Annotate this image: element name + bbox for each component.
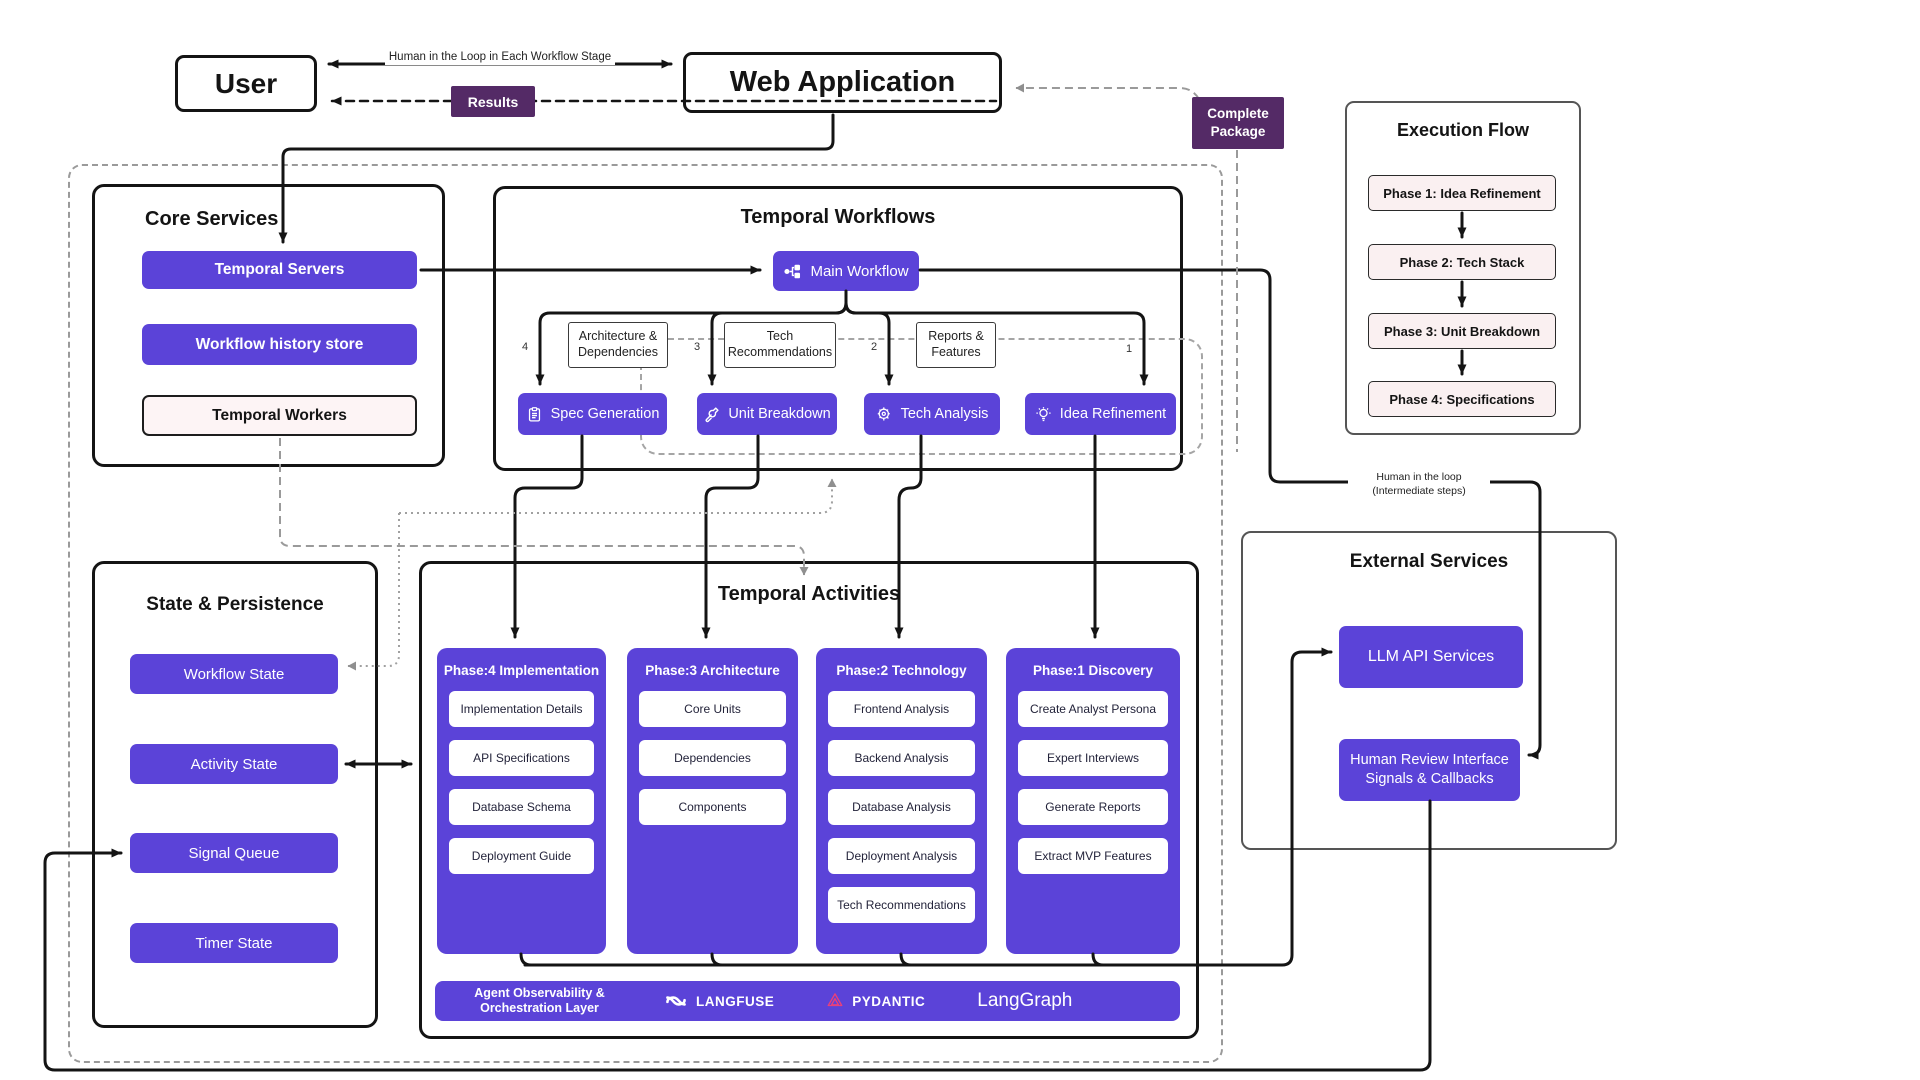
phase4-node: Phase 4: Specifications — [1368, 381, 1556, 417]
phase1-node: Phase 1: Idea Refinement — [1368, 175, 1556, 211]
llm-api-services-node: LLM API Services — [1339, 626, 1523, 688]
pydantic-label: PYDANTIC — [852, 993, 926, 1009]
web-application-label: Web Application — [729, 66, 956, 98]
activity-state-node: Activity State — [130, 744, 338, 784]
hitl-arrow-label: Human in the Loop in Each Workflow Stage — [385, 50, 615, 65]
idea-refinement-node: Idea Refinement — [1025, 393, 1176, 435]
execution-flow-title: Execution Flow — [1396, 120, 1529, 140]
human-loop-line2: (Intermediate steps) — [1372, 484, 1466, 497]
activity-cell: Core Units — [639, 691, 786, 727]
temporal-workflows-title: Temporal Workflows — [740, 206, 936, 228]
human-loop-line1: Human in the loop — [1376, 471, 1462, 483]
langfuse-icon — [664, 991, 688, 1011]
web-application-node: Web Application — [683, 52, 1002, 113]
pydantic-group: PYDANTIC — [826, 992, 925, 1010]
observability-bar: Agent Observability & Orchestration Laye… — [435, 981, 1180, 1021]
temporal-activities-title: Temporal Activities — [717, 583, 901, 605]
activity-column-technology: Phase:2 Technology Frontend Analysis Bac… — [816, 648, 987, 954]
spec-generation-label: Spec Generation — [550, 406, 660, 422]
unit-breakdown-node: Unit Breakdown — [697, 393, 837, 435]
langfuse-label: LANGFUSE — [696, 993, 775, 1009]
observability-title: Agent Observability & Orchestration Laye… — [474, 986, 605, 1015]
idea-refinement-label: Idea Refinement — [1059, 406, 1167, 422]
tech-analysis-node: Tech Analysis — [864, 393, 1000, 435]
workflow-icon — [783, 262, 802, 281]
human-review-interface-node: Human Review Interface Signals & Callbac… — [1339, 739, 1520, 801]
column-header: Phase:3 Architecture — [645, 663, 780, 678]
activity-cell: API Specifications — [449, 740, 594, 776]
workflow-history-store-node: Workflow history store — [142, 324, 417, 365]
activity-cell: Extract MVP Features — [1018, 838, 1168, 874]
branch-number-2: 2 — [871, 341, 878, 353]
column-header: Phase:2 Technology — [836, 663, 967, 678]
activity-cell: Expert Interviews — [1018, 740, 1168, 776]
tech-analysis-label: Tech Analysis — [900, 406, 989, 422]
temporal-workers-node: Temporal Workers — [142, 395, 417, 436]
activity-cell: Deployment Analysis — [828, 838, 975, 874]
spec-generation-node: Spec Generation — [518, 393, 667, 435]
activity-cell: Implementation Details — [449, 691, 594, 727]
branch-label-reports: Reports & Features — [916, 322, 996, 368]
activity-cell: Database Analysis — [828, 789, 975, 825]
branch-number-3: 3 — [694, 341, 701, 353]
activity-cell: Deployment Guide — [449, 838, 594, 874]
complete-package-badge: Complete Package — [1192, 97, 1284, 149]
activity-cell: Frontend Analysis — [828, 691, 975, 727]
workflow-state-node: Workflow State — [130, 654, 338, 694]
activity-cell: Database Schema — [449, 789, 594, 825]
main-workflow-label: Main Workflow — [810, 262, 909, 280]
external-services-title: External Services — [1349, 551, 1509, 572]
wrench-icon — [703, 406, 720, 423]
activity-cell: Tech Recommendations — [828, 887, 975, 923]
main-workflow-node: Main Workflow — [773, 251, 919, 291]
signal-queue-node: Signal Queue — [130, 833, 338, 873]
phase3-node: Phase 3: Unit Breakdown — [1368, 313, 1556, 349]
phase2-node: Phase 2: Tech Stack — [1368, 244, 1556, 280]
activity-cell: Backend Analysis — [828, 740, 975, 776]
activity-cell: Components — [639, 789, 786, 825]
user-node: User — [175, 55, 317, 112]
human-loop-annotation: Human in the loop (Intermediate steps) — [1348, 470, 1490, 500]
temporal-servers-node: Temporal Servers — [142, 251, 417, 289]
activity-column-architecture: Phase:3 Architecture Core Units Dependen… — [627, 648, 798, 954]
activity-cell: Dependencies — [639, 740, 786, 776]
activity-column-discovery: Phase:1 Discovery Create Analyst Persona… — [1006, 648, 1180, 954]
branch-number-4: 4 — [522, 341, 529, 353]
activity-cell: Generate Reports — [1018, 789, 1168, 825]
column-header: Phase:1 Discovery — [1032, 663, 1154, 678]
activity-cell: Create Analyst Persona — [1018, 691, 1168, 727]
external-services-group — [1241, 531, 1617, 850]
langgraph-label: LangGraph — [977, 990, 1073, 1011]
dashed-package-to-webapp — [1015, 83, 1200, 100]
langfuse-group: LANGFUSE — [664, 991, 774, 1011]
user-label: User — [214, 67, 278, 99]
column-header: Phase:4 Implementation — [443, 663, 600, 678]
activity-column-implementation: Phase:4 Implementation Implementation De… — [437, 648, 606, 954]
lightbulb-icon — [1035, 406, 1052, 423]
state-persistence-title: State & Persistence — [146, 594, 324, 615]
results-badge: Results — [451, 86, 535, 117]
timer-state-node: Timer State — [130, 923, 338, 963]
pydantic-icon — [826, 992, 844, 1010]
core-services-title: Core Services — [145, 208, 279, 230]
unit-breakdown-label: Unit Breakdown — [728, 406, 831, 422]
branch-label-architecture: Architecture & Dependencies — [568, 322, 668, 368]
gear-search-icon — [876, 406, 893, 423]
branch-number-1: 1 — [1126, 343, 1133, 355]
clipboard-icon — [526, 406, 543, 423]
branch-label-techrec: Tech Recommendations — [724, 322, 836, 368]
